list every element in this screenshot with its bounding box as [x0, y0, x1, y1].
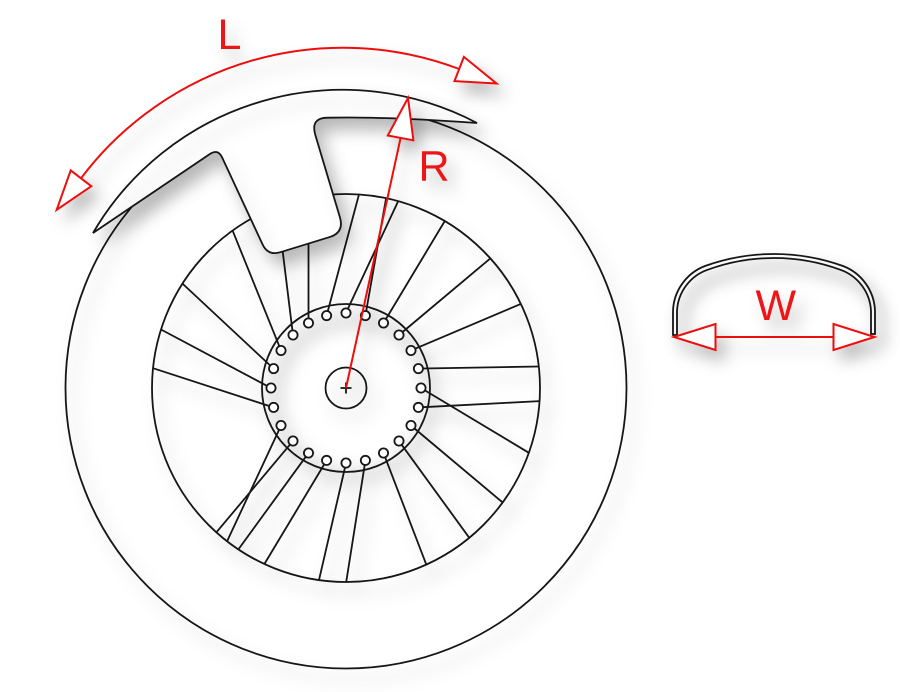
svg-text:W: W [756, 282, 797, 330]
svg-text:L: L [218, 11, 242, 59]
svg-text:R: R [419, 142, 450, 190]
